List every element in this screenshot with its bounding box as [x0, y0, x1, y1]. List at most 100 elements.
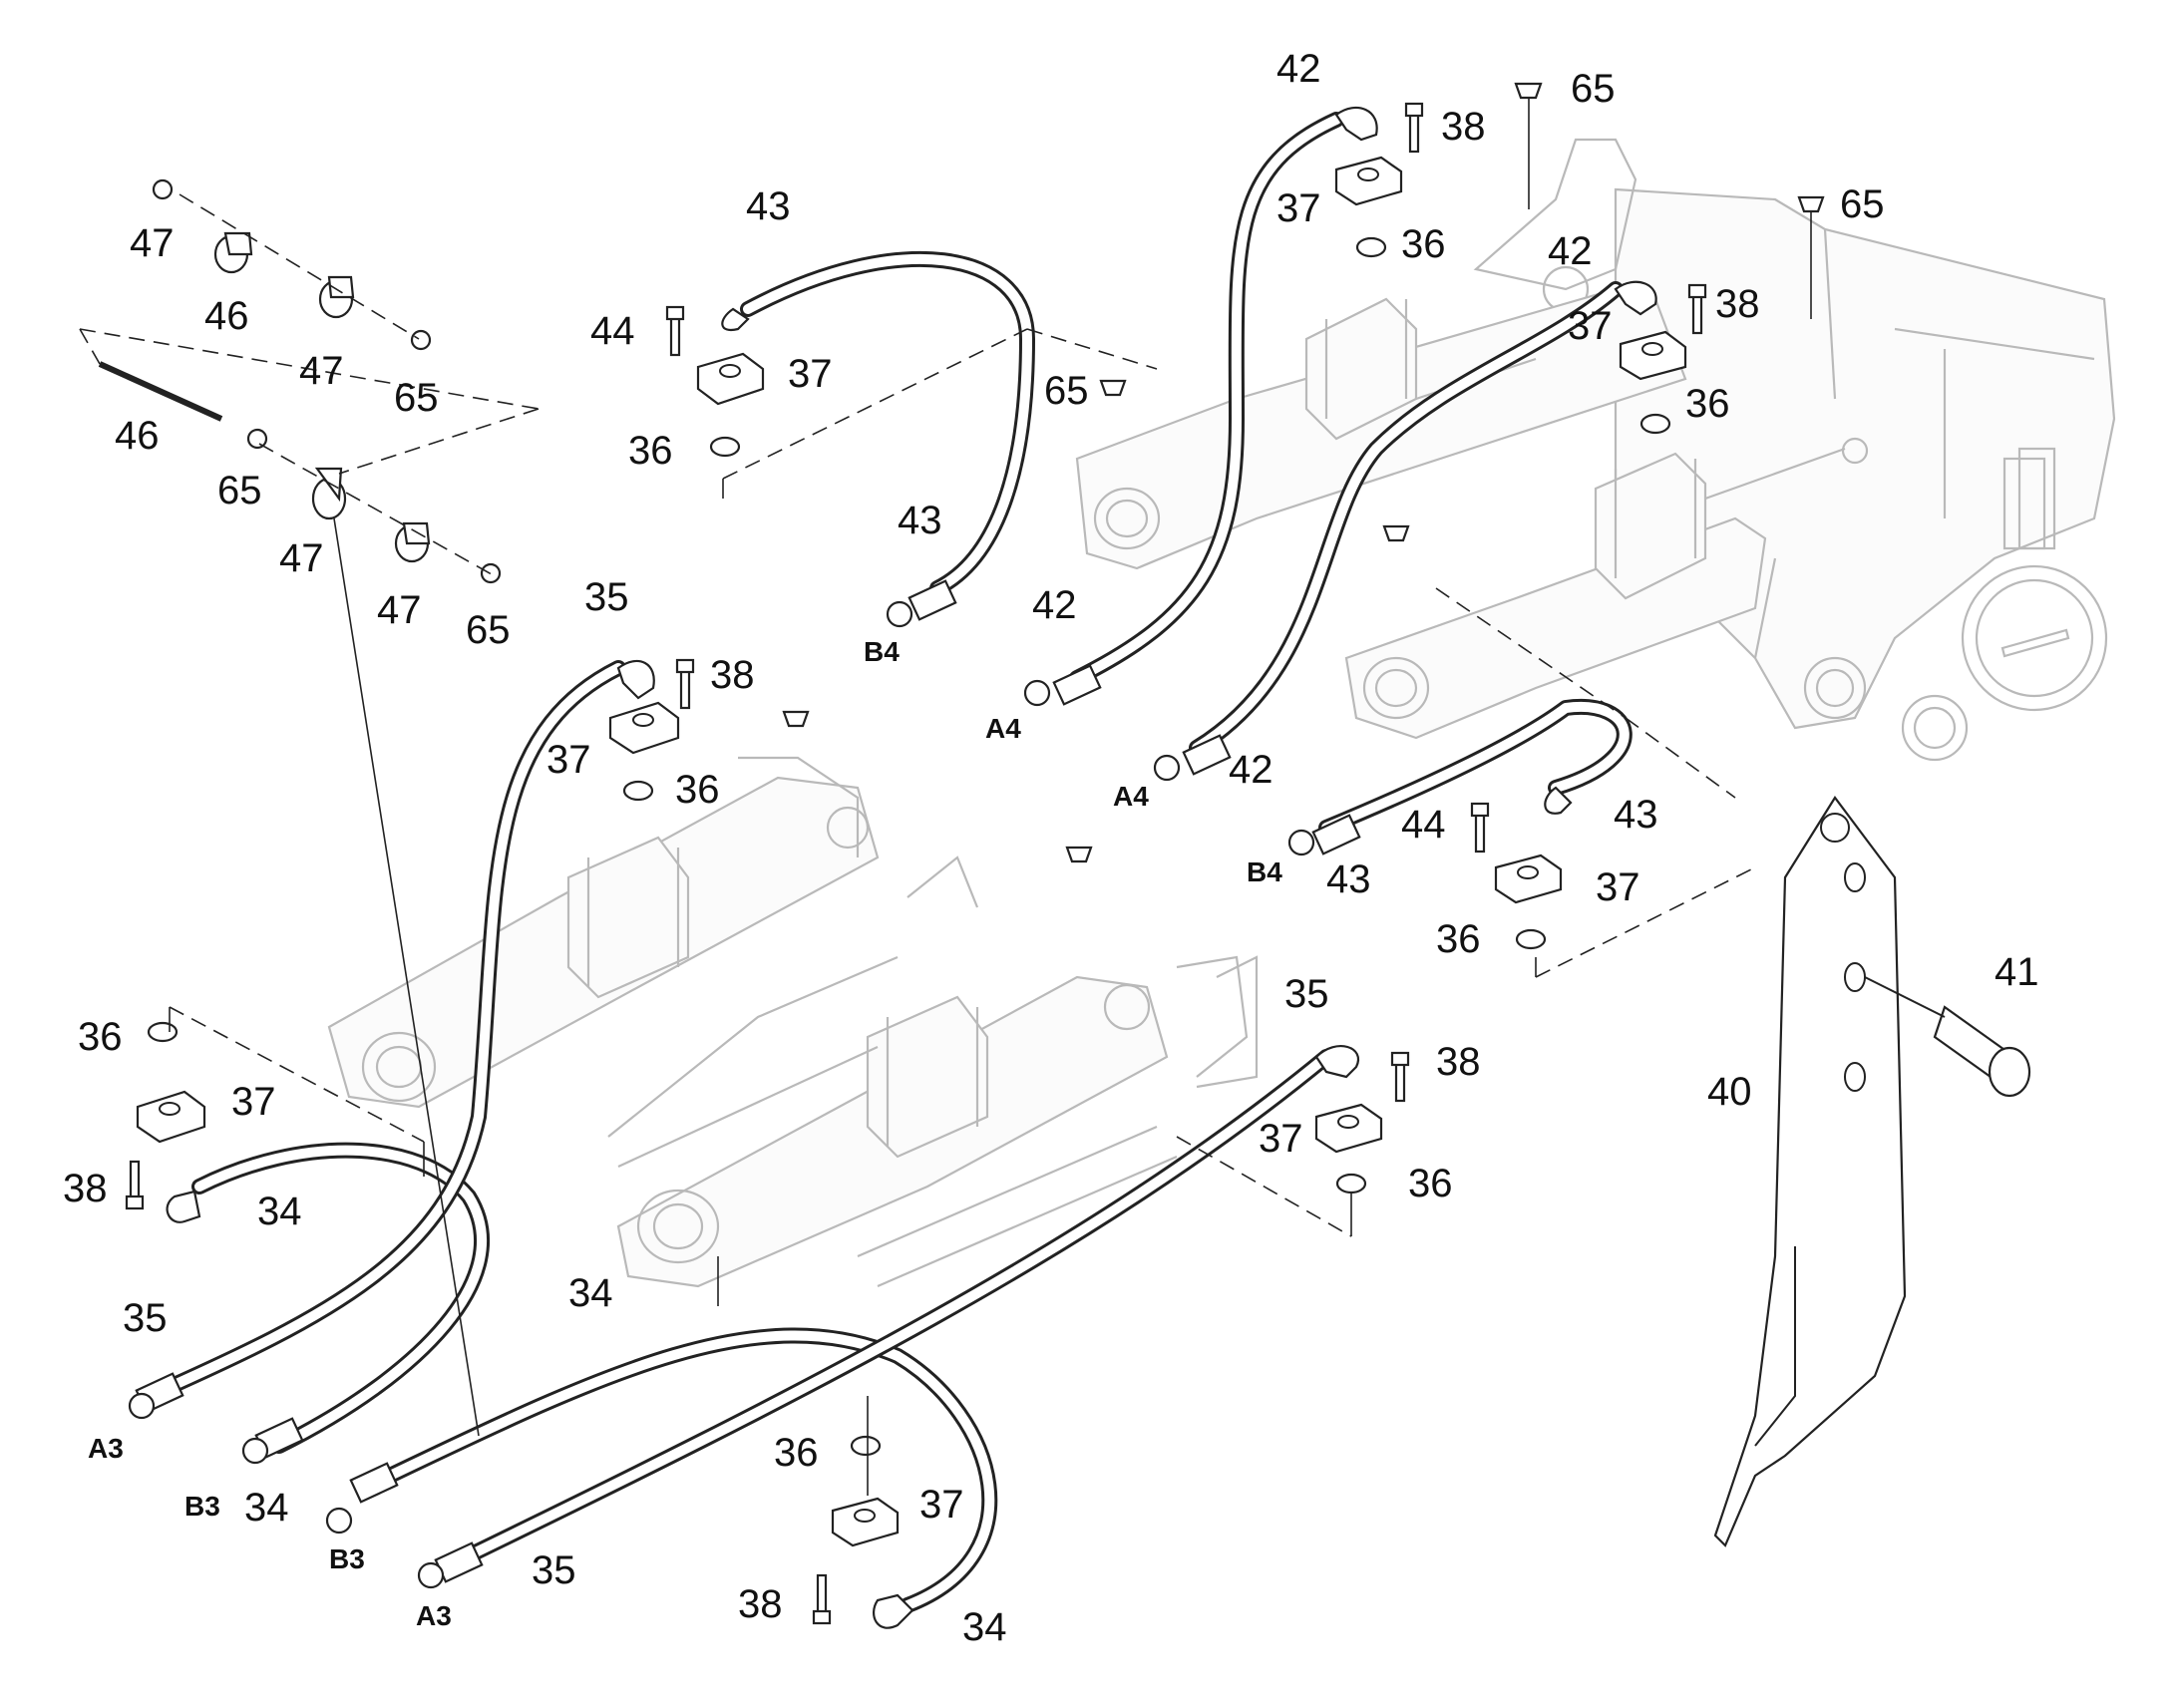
hose-35-left [142, 660, 626, 1404]
callout-37: 37 [1568, 304, 1613, 348]
callout-43: 43 [1326, 857, 1371, 901]
port-label-A3: A3 [88, 1433, 124, 1464]
callout-43: 43 [898, 499, 942, 542]
split-flange [1619, 330, 1687, 381]
threaded-rod [98, 361, 223, 422]
port-label-B4: B4 [1247, 856, 1282, 887]
leader-lines [79, 193, 1756, 1496]
port-label-B3: B3 [184, 1491, 220, 1522]
callout-38: 38 [1441, 105, 1486, 149]
fitting-B3-mid [325, 1462, 399, 1535]
split-flange [696, 352, 765, 406]
callout-36: 36 [1685, 382, 1730, 426]
callout-47: 65 [466, 608, 511, 652]
fitting-A3-left [128, 1372, 184, 1420]
callout-38: 38 [738, 1582, 783, 1626]
callout-38: 38 [710, 653, 755, 697]
callout-47: 47 [130, 221, 175, 265]
plug [1382, 524, 1410, 542]
callout-46: 47 [299, 349, 344, 393]
nut [152, 178, 174, 200]
pivot-pin [1864, 976, 2031, 1098]
callout-47: 65 [217, 469, 262, 512]
callout-45: 46 [115, 414, 160, 458]
fitting-A4-right [1153, 734, 1232, 782]
bolt [675, 658, 695, 710]
split-flange [1494, 854, 1563, 904]
port-label-B4: B4 [864, 636, 900, 667]
plug [782, 710, 810, 728]
callout-43: 43 [746, 184, 791, 228]
elbow-fitting [1544, 786, 1573, 815]
nut [410, 329, 432, 351]
o-ring [1355, 236, 1387, 258]
port-label-A4: A4 [1113, 781, 1149, 812]
callout-37: 37 [546, 738, 591, 782]
callout-46: 47 [279, 536, 324, 580]
hose-35-right [441, 1049, 1334, 1573]
fitting-B3-left [241, 1417, 304, 1465]
bolt [125, 1160, 145, 1210]
port-label-B3: B3 [329, 1543, 365, 1574]
bolt [1470, 802, 1490, 854]
callout-43: 43 [1614, 793, 1658, 837]
hose-43-top [740, 251, 1035, 596]
elbow-fitting [1334, 106, 1378, 142]
callout-38: 38 [1715, 282, 1760, 326]
callout-46: 46 [204, 294, 249, 338]
elbow-fitting [166, 1190, 201, 1223]
callout-42: 42 [1548, 229, 1593, 273]
callout-40: 40 [1707, 1070, 1752, 1114]
callout-36: 36 [1401, 222, 1446, 266]
hose-fittings [128, 106, 1657, 1629]
callout-65: 65 [1044, 369, 1089, 413]
bolt [1687, 283, 1707, 335]
port-label-A3: A3 [416, 1600, 452, 1631]
callout-35: 35 [1284, 972, 1329, 1016]
callout-36: 36 [675, 768, 720, 812]
plug [1514, 82, 1543, 209]
callout-44: 44 [1401, 803, 1446, 847]
callout-35: 35 [532, 1548, 576, 1592]
split-flange [831, 1497, 900, 1547]
bolt [812, 1573, 832, 1625]
callout-36: 36 [78, 1015, 123, 1059]
callout-38: 38 [1436, 1040, 1481, 1084]
port-label-A4: A4 [985, 713, 1021, 744]
callout-38: 38 [63, 1167, 108, 1210]
fitting-B4-right [1287, 814, 1361, 856]
callout-41: 41 [1995, 950, 2039, 994]
split-flange [1314, 1103, 1383, 1154]
callout-34: 34 [568, 1271, 613, 1315]
o-ring [147, 1021, 179, 1043]
plug [1065, 846, 1093, 863]
o-ring [1639, 413, 1671, 435]
split-flange [1334, 156, 1403, 206]
callout-36: 36 [628, 429, 673, 473]
callout-46: 47 [377, 588, 422, 632]
callout-37: 37 [788, 352, 833, 396]
plug [1099, 379, 1127, 397]
callout-37: 37 [919, 1483, 964, 1527]
callout-44: 44 [590, 309, 635, 353]
callout-37: 37 [1259, 1117, 1303, 1161]
plug [1797, 195, 1825, 319]
callout-65: 65 [1840, 182, 1885, 226]
callout-36: 36 [774, 1431, 819, 1475]
callout-34: 34 [962, 1605, 1007, 1649]
bolt [1404, 102, 1424, 154]
callout-34: 34 [257, 1190, 302, 1233]
nut [246, 428, 268, 450]
callout-42: 42 [1276, 47, 1321, 91]
hose-42-top [1069, 112, 1344, 686]
callout-47: 65 [394, 376, 439, 420]
clamp [318, 275, 355, 319]
elbow-fitting [872, 1593, 914, 1629]
fitting-A3-mid [417, 1541, 484, 1589]
callout-37: 37 [1276, 186, 1321, 230]
fitting-B4-top [886, 579, 957, 628]
o-ring [850, 1435, 882, 1457]
o-ring [1335, 1173, 1367, 1195]
elbow-fitting [616, 659, 655, 700]
callout-37: 37 [231, 1080, 276, 1124]
